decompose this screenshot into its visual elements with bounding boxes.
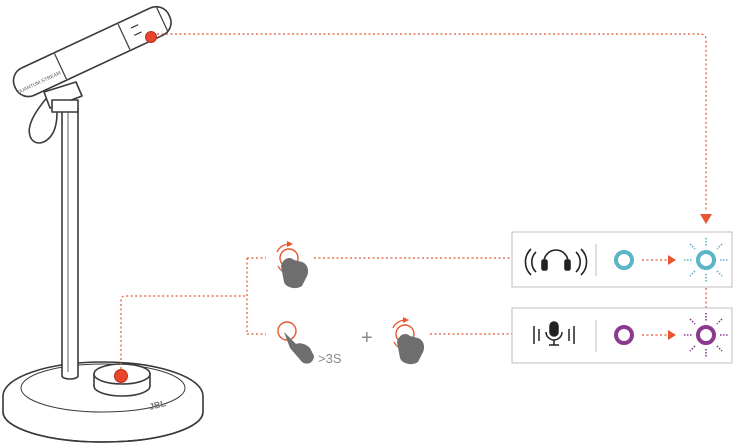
headphone-monitor-icon <box>524 248 588 276</box>
hand-icon <box>397 334 425 365</box>
arrow-right-icon <box>642 255 676 265</box>
pointing-hand-icon <box>284 332 314 364</box>
hold-duration-label: >3S <box>318 351 342 366</box>
rotate-gesture-row1 <box>276 241 309 289</box>
mic-cable <box>28 93 58 144</box>
mode-panel-monitor <box>511 231 733 288</box>
led-ring-mic-off <box>614 325 634 345</box>
mic-body <box>12 5 172 98</box>
mic-pole <box>61 108 79 380</box>
jbl-logo: JBL <box>148 398 167 412</box>
connector-knob-up <box>120 295 247 369</box>
knob-button-indicator <box>114 369 128 383</box>
hand-icon <box>281 258 309 289</box>
press-gesture-row2 <box>277 321 314 364</box>
arrowhead-down <box>700 214 712 224</box>
rotate-gesture-row2 <box>392 317 425 365</box>
led-ring-mic-glow <box>684 313 728 357</box>
mic-holder <box>43 81 83 113</box>
arrow-right-icon <box>642 330 676 340</box>
mic-led-indicator <box>145 31 157 43</box>
led-ring-monitor-off <box>614 250 634 270</box>
mic-base <box>2 361 204 443</box>
plus-symbol: + <box>361 327 373 349</box>
connector-mic-to-led <box>157 33 707 212</box>
microphone-illustration: JBL QUANTUM STREAM <box>2 5 204 443</box>
mode-panel-mic <box>511 307 733 364</box>
led-ring-monitor-glow <box>684 238 728 282</box>
connector-branch <box>246 257 266 335</box>
mic-level-icon <box>533 321 575 346</box>
